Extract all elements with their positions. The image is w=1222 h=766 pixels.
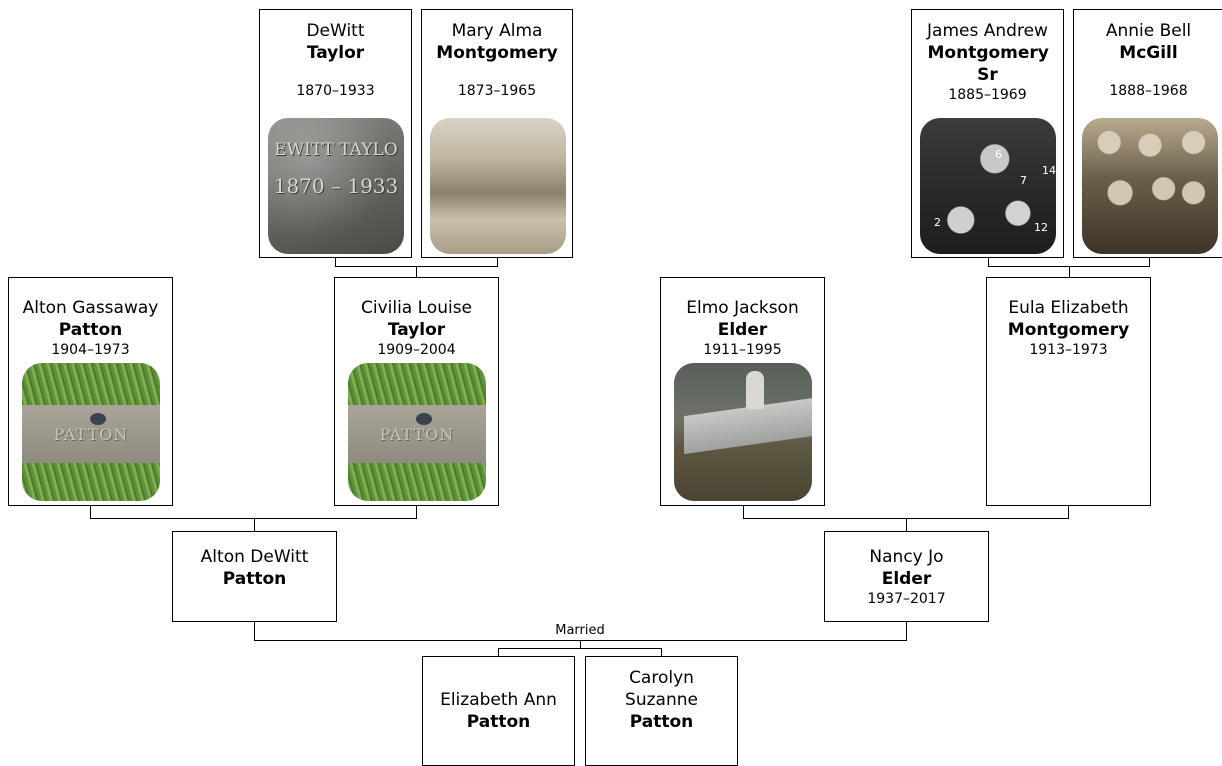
person-first-name: Alton Gassaway [22, 298, 159, 318]
person-first-name: Elmo Jackson [686, 298, 799, 318]
person-last-name: Patton [629, 712, 694, 732]
person-card-eula-elizabeth-montgomery[interactable]: Eula Elizabeth Montgomery 1913–1973 [986, 277, 1151, 506]
person-last-name: Patton [222, 569, 287, 589]
person-dates: 1885–1969 [948, 87, 1027, 103]
person-card-dewitt-taylor[interactable]: DeWitt Taylor 1870–1933 EWITT TAYLO 1870… [259, 9, 412, 258]
person-last-name: Montgomery [436, 43, 558, 63]
grave-marker-engraving: PATTON [53, 425, 129, 444]
plate-ornament [90, 413, 106, 425]
person-dates: 1870–1933 [296, 83, 375, 99]
person-first-name: Civilia Louise [360, 298, 473, 318]
photo-number-label: 14 [1042, 164, 1056, 177]
person-card-civilia-louise-taylor[interactable]: Civilia Louise Taylor 1909–2004 PATTON [334, 277, 499, 506]
grave-plate: PATTON [348, 405, 486, 463]
person-dates: 1909–2004 [377, 342, 456, 358]
person-dates: 1911–1995 [703, 342, 782, 358]
person-dates: 1904–1973 [51, 342, 130, 358]
plate-ornament [416, 413, 432, 425]
person-last-name: Montgomery Sr [927, 43, 1049, 85]
person-first-name: DeWitt [306, 21, 365, 41]
person-last-name: Taylor [306, 43, 365, 63]
person-first-name: Annie Bell [1105, 21, 1192, 41]
person-card-nancy-jo-elder[interactable]: Nancy Jo Elder 1937–2017 [824, 531, 989, 622]
bw-family-photo: 6 7 14 2 12 [920, 118, 1056, 254]
person-first-name: Eula Elizabeth [1008, 298, 1129, 318]
person-last-name: McGill [1119, 43, 1178, 63]
photo-number-label: 12 [1034, 221, 1048, 234]
person-first-name: Carolyn Suzanne [625, 668, 698, 710]
gravestone-photo: EWITT TAYLO 1870 – 1933 [268, 118, 404, 254]
person-first-name: Elizabeth Ann [440, 690, 557, 710]
person-card-annie-bell-mcgill[interactable]: Annie Bell McGill 1888–1968 [1073, 9, 1222, 258]
family-portrait-photo [1082, 118, 1218, 254]
person-first-name: Alton DeWitt [200, 547, 309, 567]
marriage-label: Married [555, 623, 605, 638]
headstone-statue [746, 371, 764, 409]
person-card-elmo-jackson-elder[interactable]: Elmo Jackson Elder 1911–1995 [660, 277, 825, 506]
grave-marker-photo: PATTON [348, 363, 486, 501]
person-last-name: Taylor [387, 320, 446, 340]
sepia-group-photo [430, 118, 566, 254]
person-last-name: Elder [881, 569, 932, 589]
person-last-name: Elder [717, 320, 768, 340]
grave-marker-photo: PATTON [22, 363, 160, 501]
person-dates: 1888–1968 [1109, 83, 1188, 99]
person-card-alton-gassaway-patton[interactable]: Alton Gassaway Patton 1904–1973 PATTON [8, 277, 173, 506]
person-first-name: James Andrew [927, 21, 1048, 41]
person-card-carolyn-suzanne-patton[interactable]: Carolyn Suzanne Patton [585, 656, 738, 766]
photo-number-label: 7 [1020, 174, 1027, 187]
person-dates: 1937–2017 [867, 591, 946, 607]
person-last-name: Montgomery [1007, 320, 1130, 340]
person-card-elizabeth-ann-patton[interactable]: Elizabeth Ann Patton [422, 656, 575, 766]
headstone-photo [674, 363, 812, 501]
grave-plate: PATTON [22, 405, 160, 463]
gravestone-engraving: EWITT TAYLO [274, 140, 398, 160]
person-card-alton-dewitt-patton[interactable]: Alton DeWitt Patton [172, 531, 337, 622]
person-last-name: Patton [466, 712, 531, 732]
person-card-james-andrew-montgomery[interactable]: James Andrew Montgomery Sr 1885–1969 6 7… [911, 9, 1064, 258]
grave-marker-engraving: PATTON [379, 425, 455, 444]
person-first-name: Nancy Jo [869, 547, 944, 567]
photo-number-label: 6 [995, 148, 1002, 161]
person-dates: 1913–1973 [1029, 342, 1108, 358]
photo-number-label: 2 [934, 216, 941, 229]
person-last-name: Patton [58, 320, 123, 340]
person-card-mary-alma-montgomery[interactable]: Mary Alma Montgomery 1873–1965 [421, 9, 573, 258]
person-first-name: Mary Alma [451, 21, 543, 41]
person-dates: 1873–1965 [457, 83, 537, 99]
gravestone-engraving: 1870 – 1933 [273, 174, 399, 198]
